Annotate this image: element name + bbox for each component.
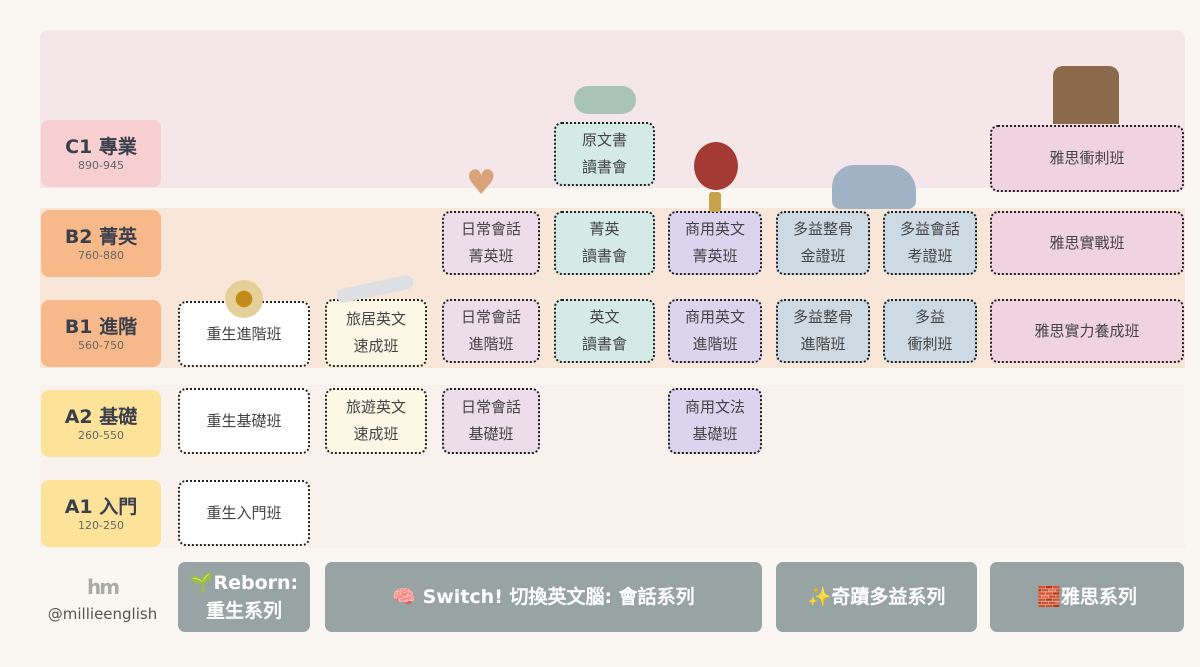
level-name: B2 菁英 xyxy=(64,226,138,248)
hot-air-balloon-icon xyxy=(694,142,738,190)
heart-icon: ♥ xyxy=(466,163,497,203)
level-range: 560-750 xyxy=(78,339,124,352)
series-switch-button[interactable]: 🧠 Switch! 切換英文腦: 會話系列 xyxy=(325,562,762,632)
level-name: A1 入門 xyxy=(64,496,138,518)
building-icon xyxy=(1053,66,1119,124)
brand-logo: hm xyxy=(86,575,120,599)
level-name: B1 進階 xyxy=(64,316,138,338)
course-b2-toeic-gold[interactable]: 多益整骨 金證班 xyxy=(776,211,870,275)
brand-handle: @millieenglish xyxy=(47,605,158,623)
course-b1-ielts[interactable]: 雅思實力養成班 xyxy=(990,299,1184,363)
brand: hm @millieenglish xyxy=(40,575,165,623)
level-range: 260-550 xyxy=(78,429,124,442)
level-range: 120-250 xyxy=(78,519,124,532)
course-b1-biz[interactable]: 商用英文 進階班 xyxy=(668,299,762,363)
course-b1-book[interactable]: 英文 讀書會 xyxy=(554,299,655,363)
course-b2-biz[interactable]: 商用英文 菁英班 xyxy=(668,211,762,275)
course-a2-daily[interactable]: 日常會話 基礎班 xyxy=(442,388,540,454)
course-c1-book-club[interactable]: 原文書 讀書會 xyxy=(554,122,655,186)
course-b2-book[interactable]: 菁英 讀書會 xyxy=(554,211,655,275)
course-b1-daily[interactable]: 日常會話 進階班 xyxy=(442,299,540,363)
course-b1-travel[interactable]: 旅居英文 速成班 xyxy=(325,299,427,367)
course-b2-toeic-exam[interactable]: 多益會話 考證班 xyxy=(883,211,977,275)
course-b2-daily[interactable]: 日常會話 菁英班 xyxy=(442,211,540,275)
cloud-icon xyxy=(574,86,636,114)
course-a1-reborn[interactable]: 重生入門班 xyxy=(178,480,310,546)
series-ielts-button[interactable]: 🧱雅思系列 xyxy=(990,562,1184,632)
course-a2-travel[interactable]: 旅遊英文 速成班 xyxy=(325,388,427,454)
course-a2-biz[interactable]: 商用文法 基礎班 xyxy=(668,388,762,454)
series-reborn-button[interactable]: 🌱Reborn: 重生系列 xyxy=(178,562,310,632)
course-b1-toeic-sprint[interactable]: 多益 衝刺班 xyxy=(883,299,977,363)
daisy-icon xyxy=(225,280,263,318)
series-toeic-button[interactable]: ✨奇蹟多益系列 xyxy=(776,562,977,632)
course-c1-ielts-sprint[interactable]: 雅思衝刺班 xyxy=(990,125,1184,192)
balloon-basket-icon xyxy=(709,192,721,212)
level-name: C1 專業 xyxy=(65,136,137,158)
level-range: 760-880 xyxy=(78,249,124,262)
level-name: A2 基礎 xyxy=(64,406,138,428)
course-b2-ielts[interactable]: 雅思實戰班 xyxy=(990,211,1184,275)
course-a2-reborn[interactable]: 重生基礎班 xyxy=(178,388,310,454)
car-icon xyxy=(832,165,916,209)
course-b1-toeic[interactable]: 多益整骨 進階班 xyxy=(776,299,870,363)
level-range: 890-945 xyxy=(78,159,124,172)
